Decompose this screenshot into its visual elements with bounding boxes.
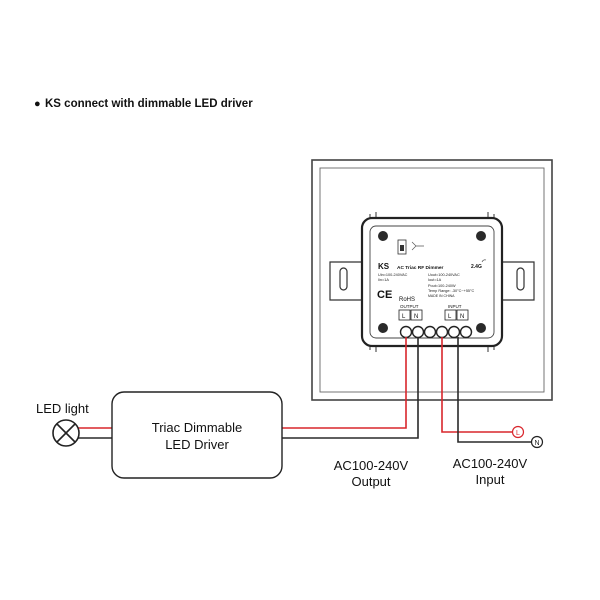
spec-uin: Uin=100-240VAC (378, 273, 408, 277)
wire-output-n (273, 337, 419, 439)
header-title: KS connect with dimmable LED driver (45, 98, 253, 110)
header-bullet: ● (34, 98, 41, 110)
live-marker-label: L (516, 430, 520, 437)
terminal-out-l: L (402, 314, 406, 320)
terminal-in-l: L (448, 314, 452, 320)
screw-slot-left (339, 267, 348, 291)
wires (78, 337, 532, 443)
dimmer-module-face (369, 225, 495, 339)
corner-screw (476, 231, 486, 241)
spec-iin: Iin=1A (378, 278, 389, 282)
output-terminal-label: OUTPUT (400, 304, 419, 309)
wire-input-l (441, 337, 513, 433)
wire-input-n (457, 337, 532, 443)
driver-label-line2: LED Driver (165, 437, 229, 452)
ce-mark: CE (377, 289, 392, 301)
wall-panel-inner (319, 167, 545, 393)
spec-temp: Temp Range: -30°C~+55°C (428, 289, 475, 293)
corner-screw (378, 231, 388, 241)
input-terminal-label: INPUT (448, 304, 462, 309)
corner-screw (378, 323, 388, 333)
output-terminals: L N (398, 309, 423, 321)
terminal-out-n: N (414, 314, 418, 320)
neutral-marker (530, 435, 544, 449)
spec-uout: Uout=100-240VAC (428, 273, 460, 277)
input-terminals: L N (444, 309, 469, 321)
dip-switch-knob (400, 245, 404, 251)
spec-pout: Pout=100-240W (428, 284, 456, 288)
wireless-icon (481, 259, 487, 263)
freq-label: 2.4G (471, 264, 482, 270)
spec-made-in: MADE IN CHINA (428, 294, 455, 298)
corner-screw (476, 323, 486, 333)
antenna-icon (411, 241, 424, 251)
output-caption: Output (351, 474, 390, 489)
screw-slot-right (516, 267, 525, 291)
input-caption: Input (476, 472, 505, 487)
live-marker (511, 425, 525, 439)
model-label: KS (378, 262, 390, 271)
screw-terminal-row (399, 325, 473, 339)
input-voltage-label: AC100-240V (453, 456, 528, 471)
spec-iout: Iout=1A (428, 278, 442, 282)
driver-label-line1: Triac Dimmable (152, 420, 243, 435)
wire-output-l (273, 337, 407, 429)
rohs-mark: RoHS (399, 297, 415, 303)
dip-switch-icon (397, 239, 407, 255)
led-lamp-icon (52, 419, 80, 447)
neutral-marker-label: N (534, 440, 539, 447)
led-light-label: LED light (36, 401, 89, 416)
wall-panel-outer (311, 159, 553, 401)
output-voltage-label: AC100-240V (334, 458, 409, 473)
product-label: AC Triac RF Dimmer (397, 265, 444, 271)
terminal-in-n: N (460, 314, 464, 320)
led-driver-box (111, 391, 283, 479)
